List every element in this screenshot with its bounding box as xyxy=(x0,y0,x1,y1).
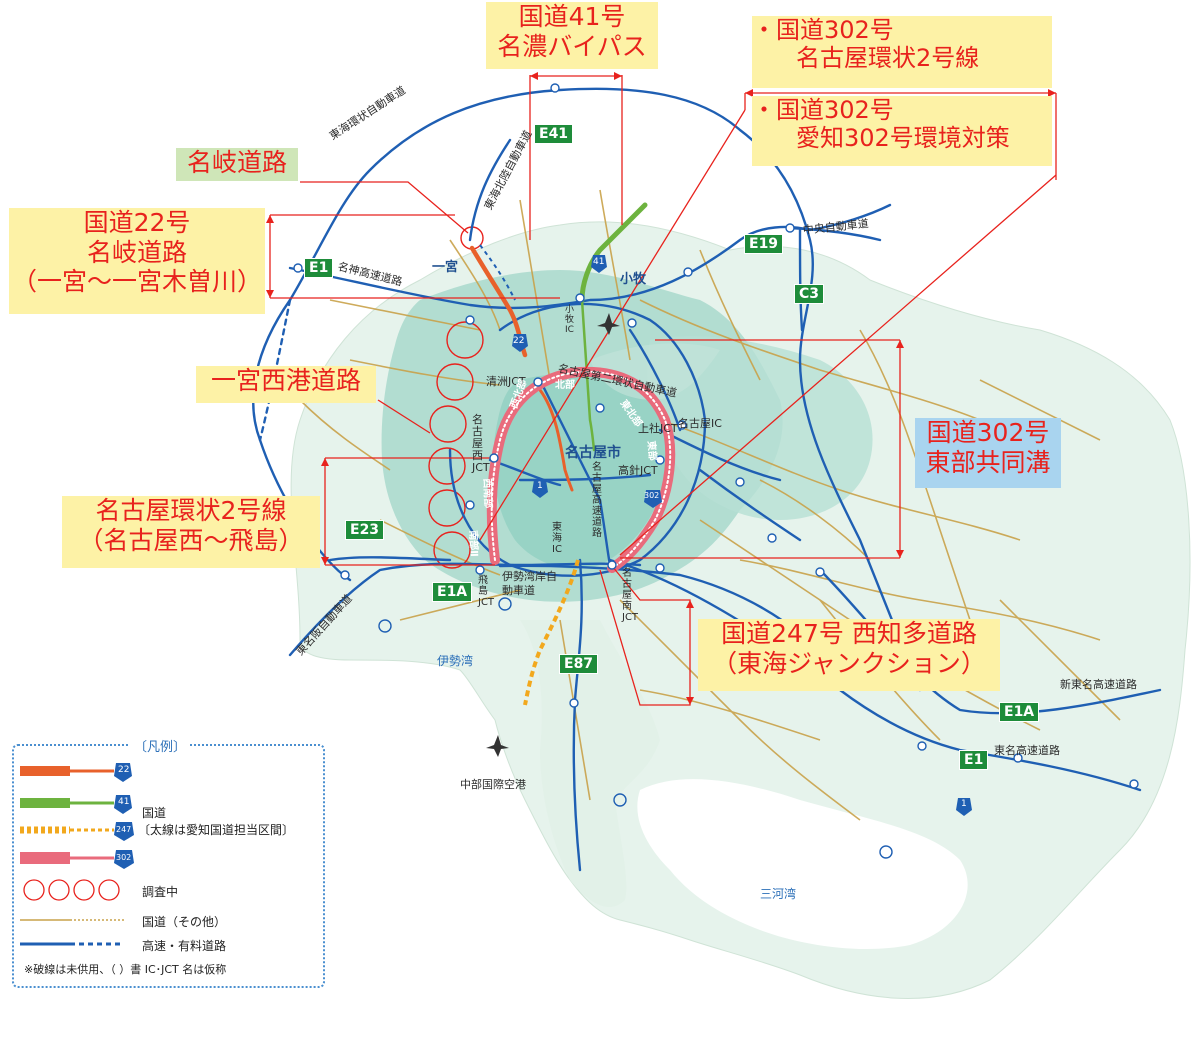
legend-box: 〔凡例〕 22 41 247 302 国道 〔太線は愛知国道担当区間〕 調査中 … xyxy=(12,736,325,988)
callout-loop2-line1: 名古屋環状2号線 xyxy=(95,496,287,525)
label-ring-south: 南部Ⅱ xyxy=(467,530,479,558)
callout-route41-line1: 国道41号 xyxy=(518,2,626,31)
arrow-heads xyxy=(266,72,1056,705)
label-ring-east: 東部 xyxy=(645,440,658,462)
callout-route247-line1: 国道247号 西知多道路 xyxy=(721,619,977,648)
route-41-line xyxy=(579,202,648,303)
label-tomei: 東名高速道路 xyxy=(994,744,1060,757)
road-tag-e1a-west: E1A xyxy=(432,582,473,602)
callout-route302-env-line2: 愛知302号環境対策 xyxy=(796,124,1010,153)
callout-route41: 国道41号 名濃バイパス xyxy=(486,2,658,69)
meigi-expressway-dashed xyxy=(479,244,516,301)
callout-route22-line3: （一宮〜一宮木曽川） xyxy=(11,267,262,296)
shield-1a-label: 1 xyxy=(537,481,543,491)
route-22-south xyxy=(538,388,574,492)
label-kamiyashiro-jct: 上社JCT xyxy=(638,422,678,435)
callout-route302-env-line1: ・国道302号 xyxy=(752,96,894,124)
callout-route302-east-line1: 国道302号 xyxy=(926,418,1050,447)
label-ise-bay: 伊勢湾 xyxy=(437,654,474,668)
legend-shield-247: 247 xyxy=(116,825,132,834)
callout-route22-line1: 国道22号 xyxy=(83,208,191,237)
callout-meigi-road-text: 名岐道路 xyxy=(186,148,287,177)
road-tag-e19: E19 xyxy=(744,234,784,254)
label-nagoya-ic: 名古屋IC xyxy=(678,417,722,430)
label-mikawa-bay: 三河湾 xyxy=(760,887,797,901)
label-nagoya-city: 名古屋市 xyxy=(565,445,621,461)
callout-route302-loop2-line2: 名古屋環状2号線 xyxy=(796,44,980,73)
road-tag-e1a-east: E1A xyxy=(999,702,1040,722)
road-tag-e1-east: E1 xyxy=(959,750,989,770)
legend-title: 〔凡例〕 xyxy=(130,736,191,755)
shield-302-label: 302 xyxy=(644,491,660,500)
route-shields xyxy=(512,255,972,816)
legend-other-national: 国道（その他） xyxy=(142,915,227,929)
callout-route22: 国道22号 名岐道路 （一宮〜一宮木曽川） xyxy=(9,208,265,314)
callout-route41-line2: 名濃バイパス xyxy=(497,31,647,61)
nagoya-city xyxy=(493,373,669,569)
label-komaki-ic: 小牧IC xyxy=(565,305,575,335)
label-takabari-jct: 高針JCT xyxy=(618,464,658,477)
label-nagoya-west-jct: 名古屋西JCT xyxy=(472,413,490,474)
legend-survey: 調査中 xyxy=(142,885,179,899)
callout-loop2-nagoyanishi: 名古屋環状2号線 （名古屋西〜飛島） xyxy=(62,496,320,568)
legend-expressway: 高速・有料道路 xyxy=(142,939,227,953)
route-41-thin xyxy=(580,298,596,452)
callout-route247: 国道247号 西知多道路 （東海ジャンクション） xyxy=(698,619,1000,691)
label-tokai-ic: 東海IC xyxy=(552,522,562,555)
road-tag-e23: E23 xyxy=(345,520,385,540)
national-roads-other xyxy=(299,189,1121,821)
callout-route302-loop2-line1: ・国道302号 xyxy=(752,16,894,44)
callout-loop2-line2: （名古屋西〜飛島） xyxy=(78,525,304,555)
legend-national-note: 〔太線は愛知国道担当区間〕 xyxy=(138,823,295,837)
legend-national-road: 国道 xyxy=(142,806,167,820)
road-tag-e87: E87 xyxy=(559,654,599,674)
label-ring-southwest: 西南部 xyxy=(481,478,494,509)
shield-41-label: 41 xyxy=(593,257,605,267)
label-ring-north: 北部 xyxy=(555,380,575,391)
label-nagoya-kosoku: 名古屋高速道路 xyxy=(592,462,602,539)
junction-markers xyxy=(293,83,1139,789)
airport-icon xyxy=(486,313,620,757)
legend-shield-41: 41 xyxy=(118,797,130,807)
chita-land xyxy=(520,620,660,908)
label-kiyosu-jct: 清洲JCT xyxy=(486,375,526,388)
shield-1b-label: 1 xyxy=(961,799,967,809)
callout-route302-east: 国道302号 東部共同溝 xyxy=(915,418,1061,488)
callout-ichinomiya-nishiko-text: 一宮西港道路 xyxy=(210,366,361,395)
callout-ichinomiya-nishiko: 一宮西港道路 xyxy=(196,366,376,403)
callout-meigi-road: 名岐道路 xyxy=(176,148,298,181)
callout-route22-line2: 名岐道路 xyxy=(86,237,187,267)
callout-route247-line2: （東海ジャンクション） xyxy=(712,648,986,678)
label-shin-tomei: 新東名高速道路 xyxy=(1060,678,1137,691)
route-302-inner xyxy=(490,370,672,569)
road-tag-c3: C3 xyxy=(794,284,825,304)
callout-route302-env: ・国道302号 愛知302号環境対策 xyxy=(752,96,1052,166)
legend-shield-22: 22 xyxy=(118,765,130,775)
road-tag-e1-west: E1 xyxy=(304,258,334,278)
label-komaki: 小牧 xyxy=(620,272,647,287)
legend-note: ※破線は未供用、（ ）書 IC･JCT 名は仮称 xyxy=(24,963,227,976)
label-ichinomiya: 一宮 xyxy=(432,260,459,275)
label-ise-wangan: 伊勢湾岸自動車道 xyxy=(502,570,557,597)
legend-swatches xyxy=(20,763,134,946)
label-centrair: 中部国際空港 xyxy=(460,778,526,791)
callout-route302-east-line2: 東部共同溝 xyxy=(925,447,1051,477)
label-nagoya-minami-jct: 名古屋南JCT xyxy=(622,568,639,623)
road-tag-e41: E41 xyxy=(534,124,574,144)
legend-shield-302: 302 xyxy=(116,853,132,862)
shield-22-label: 22 xyxy=(513,336,525,346)
route-247-dashed xyxy=(523,559,580,706)
label-tobishima-jct: 飛島JCT xyxy=(478,575,495,608)
callout-route302-loop2: ・国道302号 名古屋環状2号線 xyxy=(752,16,1052,88)
mikawa-bay xyxy=(637,779,968,950)
port-anchor-icons xyxy=(378,597,893,859)
